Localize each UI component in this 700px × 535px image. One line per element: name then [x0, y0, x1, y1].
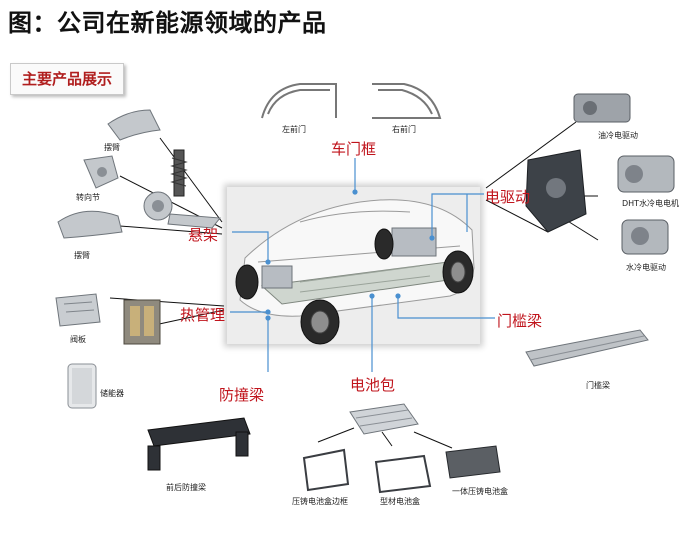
- page-title: 图：公司在新能源领域的产品: [8, 9, 327, 37]
- valve-plate-image: [55, 293, 101, 327]
- category-battery-pack: 电池包: [350, 376, 396, 394]
- part-label-valve-plate: 阀板: [70, 335, 86, 344]
- e-drive-assembly-image: [525, 149, 587, 233]
- right-front-door-image: [372, 83, 442, 119]
- leader-lines: [230, 158, 495, 372]
- part-label-bumper-beam: 前后防撞梁: [166, 483, 206, 492]
- part-label-dht-motor: DHT水冷电电机: [622, 199, 680, 208]
- part-label-oil-cooled-drive: 油冷电驱动: [598, 131, 638, 140]
- part-label-die-cast-frame: 压铸电池盒边框: [292, 497, 348, 506]
- part-label-water-cooled-drive: 水冷电驱动: [626, 263, 666, 272]
- part-label-right-front-door: 右前门: [392, 125, 416, 134]
- part-label-swing-arm-top: 摆臂: [104, 143, 120, 152]
- oil-cooled-drive-image: [573, 93, 631, 123]
- sill-beam-image: [525, 329, 649, 367]
- part-label-accumulator: 储能器: [100, 389, 124, 398]
- part-label-sill-beam: 门槛梁: [586, 381, 610, 390]
- category-sill-beam: 门槛梁: [497, 312, 543, 330]
- part-label-steering-knuckle: 转向节: [76, 193, 100, 202]
- category-thermal: 热管理: [180, 306, 226, 324]
- part-connectors: [109, 121, 599, 449]
- swing-arm-top-image: [107, 109, 161, 141]
- battery-box-top-image: [349, 403, 419, 435]
- section-badge-label: 主要产品展示: [21, 70, 112, 88]
- dht-motor-image: [617, 155, 675, 193]
- section-badge: 主要产品展示: [10, 63, 124, 95]
- part-label-profile-box: 型材电池盒: [380, 497, 420, 506]
- steering-knuckle-image: [83, 155, 119, 189]
- category-suspension: 悬架: [188, 226, 219, 244]
- swing-arm-bottom-image: [57, 210, 123, 239]
- category-bumper-beam: 防撞梁: [219, 386, 265, 404]
- part-label-integrated-box: 一体压铸电池盒: [452, 487, 508, 496]
- integrated-box-image: [445, 445, 501, 479]
- bumper-beam-image: [147, 417, 251, 471]
- part-label-swing-arm-bottom: 摆臂: [74, 251, 90, 260]
- car-illustration: [235, 199, 475, 345]
- thermal-module-image: [123, 299, 161, 345]
- accumulator-image: [67, 363, 97, 409]
- shock-absorber-image: [143, 149, 221, 229]
- category-e-drive: 电驱动: [485, 188, 531, 206]
- left-front-door-image: [261, 83, 337, 119]
- profile-box-image: [374, 454, 432, 494]
- water-cooled-drive-image: [621, 219, 669, 255]
- die-cast-frame-image: [302, 448, 350, 492]
- category-door-frame: 车门框: [331, 140, 377, 158]
- part-label-left-front-door: 左前门: [282, 125, 306, 134]
